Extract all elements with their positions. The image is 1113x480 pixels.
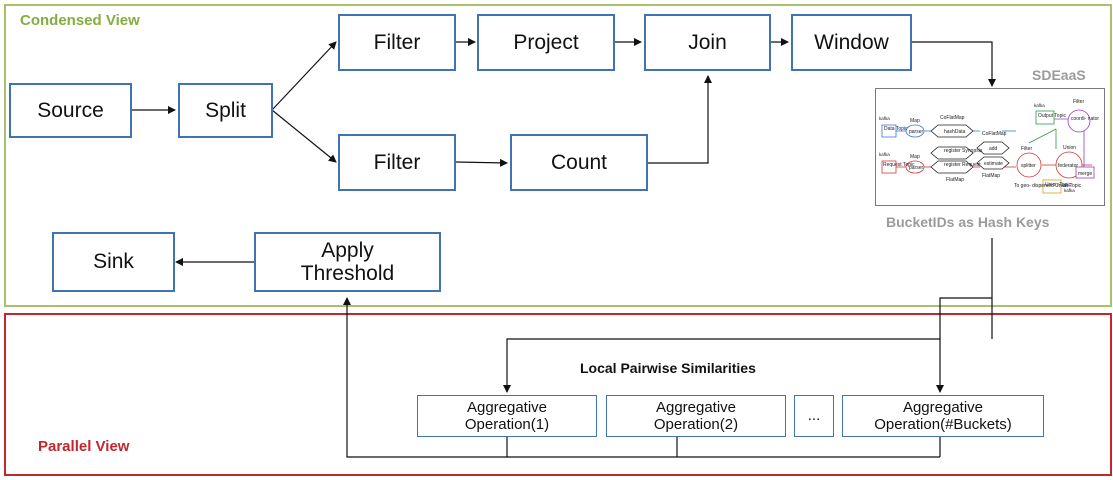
filter-bottom-node: Filter bbox=[338, 134, 456, 191]
mini-union-topic: Union Topic bbox=[1045, 182, 1072, 188]
mini-hashdata: hashData bbox=[944, 129, 966, 135]
sdeaas-mini-diagram: kafka kafka kafka kafka Data Topic Reque… bbox=[875, 88, 1105, 206]
mini-geo-dispersed: To geo- dispersed Union Topic bbox=[1014, 183, 1082, 189]
window-node: Window bbox=[791, 14, 912, 71]
aggregative-operation-1-node: Aggregative Operation(1) bbox=[417, 395, 597, 437]
apply-threshold-node: Apply Threshold bbox=[254, 232, 441, 292]
source-node: Source bbox=[9, 83, 132, 138]
mini-data-topic: Data Topic bbox=[884, 126, 908, 132]
mini-filter-2: Filter bbox=[1073, 99, 1084, 105]
mini-map-2: Map bbox=[910, 154, 920, 160]
mini-kafka-1: kafka bbox=[879, 116, 890, 121]
ellipsis-node: ... bbox=[794, 395, 834, 437]
sdeaas-mini-svg: kafka kafka kafka kafka Data Topic Reque… bbox=[879, 99, 1099, 194]
sink-node: Sink bbox=[52, 232, 175, 292]
mini-flatmap-2: FlatMap bbox=[982, 173, 1000, 179]
mini-request-topic: Request Topic bbox=[883, 162, 915, 168]
mini-union: Union bbox=[1063, 145, 1076, 151]
mini-kafka-2: kafka bbox=[879, 152, 890, 157]
local-pairwise-label: Local Pairwise Similarities bbox=[580, 360, 756, 376]
mini-coordinator: coordi- nator bbox=[1071, 116, 1099, 122]
mini-splitter: splitter bbox=[1021, 163, 1036, 169]
mini-kafka-3: kafka bbox=[1034, 103, 1045, 108]
aggregative-operation-buckets-node: Aggregative Operation(#Buckets) bbox=[842, 395, 1044, 437]
count-node: Count bbox=[510, 134, 648, 191]
mini-parser-1: parser bbox=[909, 129, 924, 135]
split-node: Split bbox=[178, 83, 273, 138]
aggregative-operation-2-node: Aggregative Operation(2) bbox=[606, 395, 786, 437]
mini-estimate: estimate bbox=[984, 161, 1003, 167]
bucketids-label: BucketIDs as Hash Keys bbox=[886, 214, 1050, 230]
mini-register-request: register Request bbox=[944, 162, 981, 168]
join-node: Join bbox=[644, 14, 771, 71]
mini-filter: Filter bbox=[1021, 146, 1032, 152]
sdeaas-label: SDEaaS bbox=[1032, 67, 1086, 83]
mini-coflatmap-2: CoFlatMap bbox=[982, 131, 1007, 137]
mini-parser-2: parser bbox=[909, 165, 924, 171]
filter-top-node: Filter bbox=[338, 14, 456, 71]
mini-merge: merge bbox=[1078, 171, 1092, 177]
mini-register-synopsis: register Synopsis bbox=[944, 148, 983, 154]
mini-output-topic: Output Topic bbox=[1038, 113, 1066, 119]
parallel-view-title: Parallel View bbox=[38, 438, 130, 455]
mini-flatmap-1: FlatMap bbox=[946, 177, 964, 183]
project-node: Project bbox=[477, 14, 615, 71]
mini-federator: federator bbox=[1058, 163, 1078, 169]
condensed-view-title: Condensed View bbox=[20, 12, 140, 29]
mini-map-1: Map bbox=[910, 118, 920, 124]
mini-coflatmap-1: CoFlatMap bbox=[940, 115, 965, 121]
mini-add: add bbox=[989, 146, 998, 152]
mini-kafka-4: kafka bbox=[1064, 188, 1075, 193]
